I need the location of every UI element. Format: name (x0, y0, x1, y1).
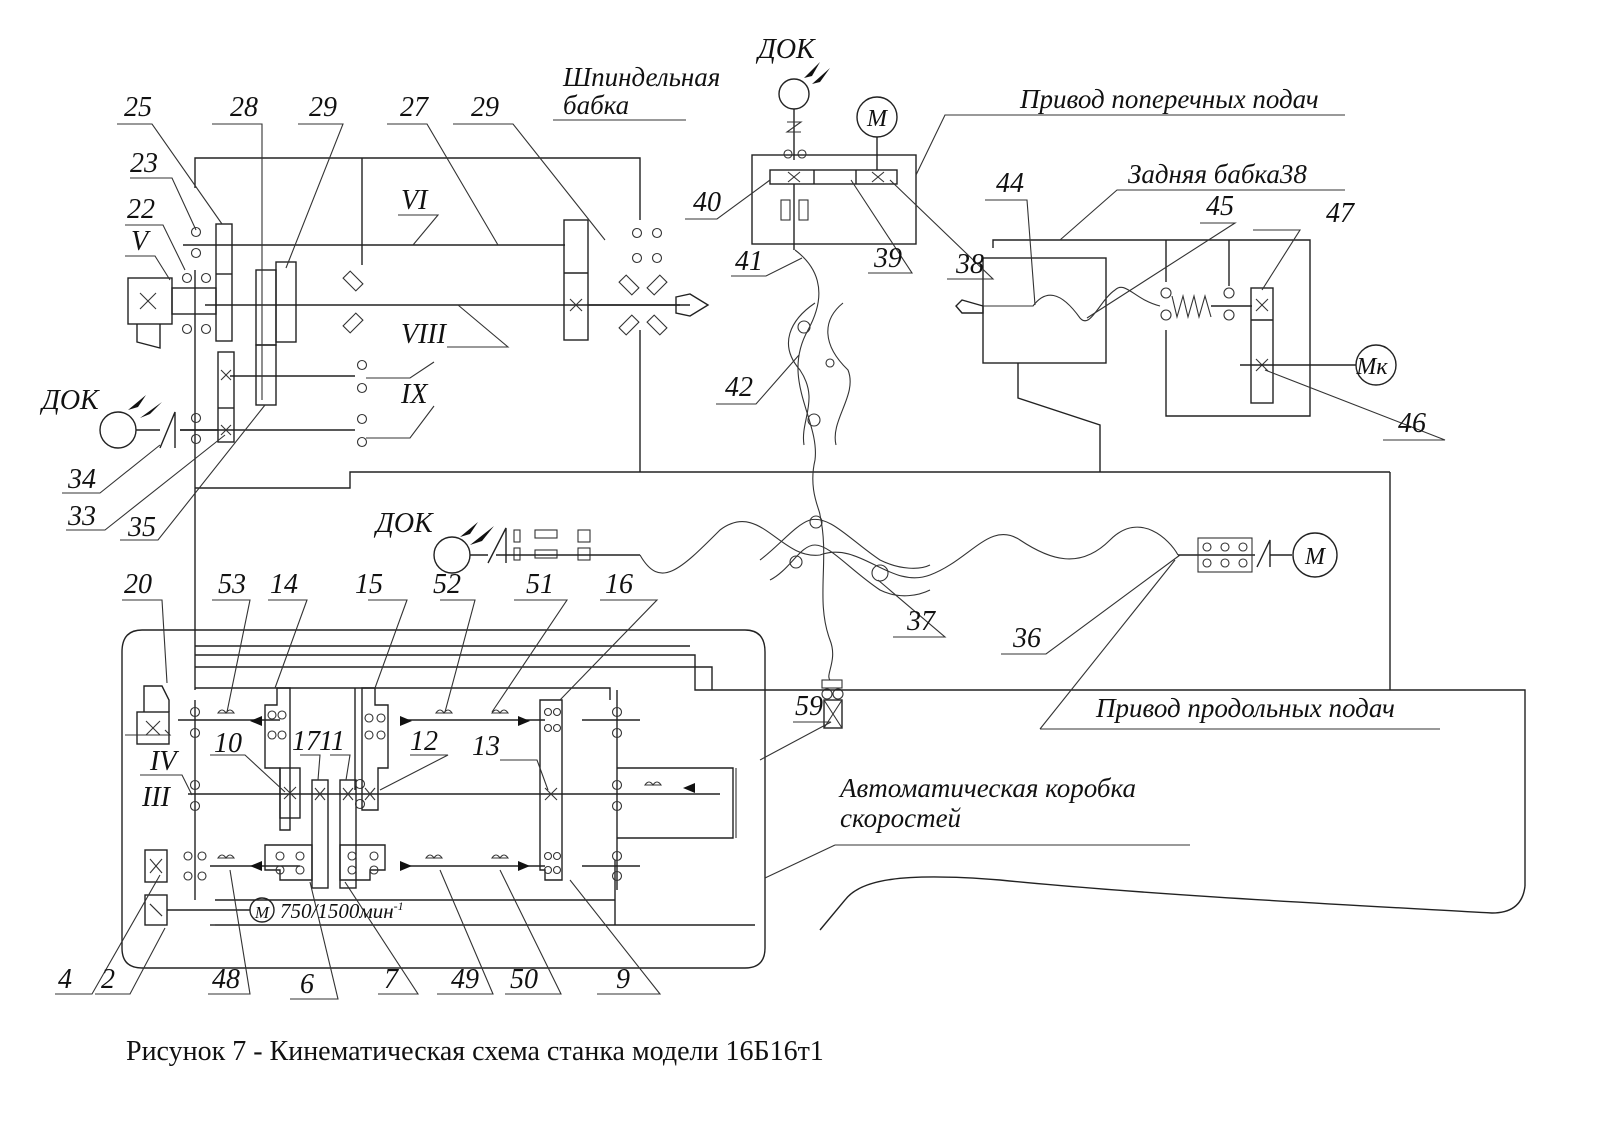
label-shaft-vi: VI (401, 185, 429, 216)
shaft-v-housing (127, 277, 217, 349)
label-2: 2 (101, 964, 115, 995)
label-20: 20 (124, 569, 152, 600)
spindle-head-frame (194, 157, 1390, 690)
label-44: 44 (996, 168, 1024, 199)
bearings-left (181, 226, 368, 448)
dok-sensor-top (778, 78, 810, 110)
spindle-gear (563, 219, 710, 341)
label-4: 4 (58, 964, 72, 995)
label-49: 49 (451, 964, 479, 995)
label-41: 41 (735, 246, 763, 277)
title-spindle-head-1: Шпиндельная (562, 62, 720, 92)
label-35: 35 (127, 512, 156, 543)
label-10: 10 (214, 728, 242, 759)
label-47: 47 (1326, 198, 1355, 229)
label-25: 25 (124, 92, 152, 123)
label-42: 42 (725, 372, 753, 403)
tailstock (955, 239, 1397, 472)
label-shaft-iv: IV (149, 746, 179, 777)
label-28: 28 (230, 92, 258, 123)
label-40: 40 (693, 187, 721, 218)
label-dok-left: ДОК (39, 385, 100, 416)
label-shaft-iii: III (141, 782, 172, 813)
label-48: 48 (212, 964, 240, 995)
motor-tailstock (1355, 344, 1397, 386)
label-9: 9 (616, 964, 630, 995)
label-37: 37 (906, 606, 936, 637)
dok-sensor-left (99, 395, 218, 449)
label-46: 46 (1398, 408, 1426, 439)
title-spindle-head-2: бабка (563, 90, 629, 120)
title-tailstock: Задняя бабка38 (1128, 159, 1307, 189)
label-14: 14 (270, 569, 298, 600)
label-6: 6 (300, 969, 314, 1000)
label-29b: 29 (471, 92, 499, 123)
cross-feed-drive (751, 62, 917, 250)
motor-long-feed (1292, 532, 1338, 578)
motor-labels: M Mк M M 750/1500мин-1 (254, 106, 1388, 923)
label-dok-mid: ДОК (373, 508, 434, 539)
label-34: 34 (67, 464, 96, 495)
long-feed-drive (433, 514, 1338, 729)
label-15: 15 (355, 569, 383, 600)
label-7: 7 (384, 964, 399, 995)
label-38: 38 (955, 249, 984, 280)
gearbox-components (136, 685, 737, 926)
label-27: 27 (400, 92, 429, 123)
label-shaft-ix: IX (400, 379, 428, 410)
title-cross-feed: Привод поперечных подач (1019, 84, 1319, 114)
main-motor (249, 897, 275, 923)
label-12: 12 (410, 726, 438, 757)
cross-feed-screw (788, 249, 851, 516)
label-52: 52 (433, 569, 461, 600)
title-long-feed: Привод продольных подач (1095, 693, 1395, 723)
bed-outline (195, 472, 1526, 931)
label-13: 13 (472, 731, 500, 762)
label-16: 16 (605, 569, 633, 600)
block-titles: Шпиндельная бабка Привод поперечных пода… (562, 62, 1395, 833)
label-36: 36 (1012, 623, 1041, 654)
motor-label-long: M (1304, 544, 1327, 570)
label-39: 39 (873, 243, 902, 274)
label-50: 50 (510, 964, 538, 995)
clutch-viii (342, 270, 364, 334)
label-11: 11 (319, 726, 345, 757)
label-shaft-viii: VIII (401, 319, 448, 350)
label-53: 53 (218, 569, 246, 600)
main-motor-speed: 750/1500мин-1 (280, 899, 404, 923)
title-gearbox-2: скоростей (840, 803, 962, 833)
title-gearbox-1: Автоматическая коробка (838, 773, 1136, 803)
gearbox-frame (121, 629, 766, 969)
label-22: 22 (127, 194, 155, 225)
figure-caption: Рисунок 7 - Кинематическая схема станка … (126, 1036, 824, 1067)
part-labels: 25 28 29 27 29 23 22 V VI VIII IX ДОК 34… (39, 34, 1426, 1000)
label-23: 23 (130, 148, 158, 179)
label-dok-top: ДОК (755, 34, 816, 65)
dok-sensor-mid (433, 536, 471, 574)
motor-label-tailstock: Mк (1355, 354, 1388, 380)
label-59: 59 (795, 691, 823, 722)
label-45: 45 (1206, 191, 1234, 222)
motor-label-cross: M (866, 106, 889, 132)
label-shaft-v: V (131, 226, 151, 257)
leader-lines (55, 114, 1446, 1000)
label-33: 33 (67, 501, 96, 532)
motor-label-main: M (254, 903, 270, 922)
gear-cluster-spindle (215, 223, 297, 443)
label-29a: 29 (309, 92, 337, 123)
label-51: 51 (526, 569, 554, 600)
label-17: 17 (292, 726, 321, 757)
